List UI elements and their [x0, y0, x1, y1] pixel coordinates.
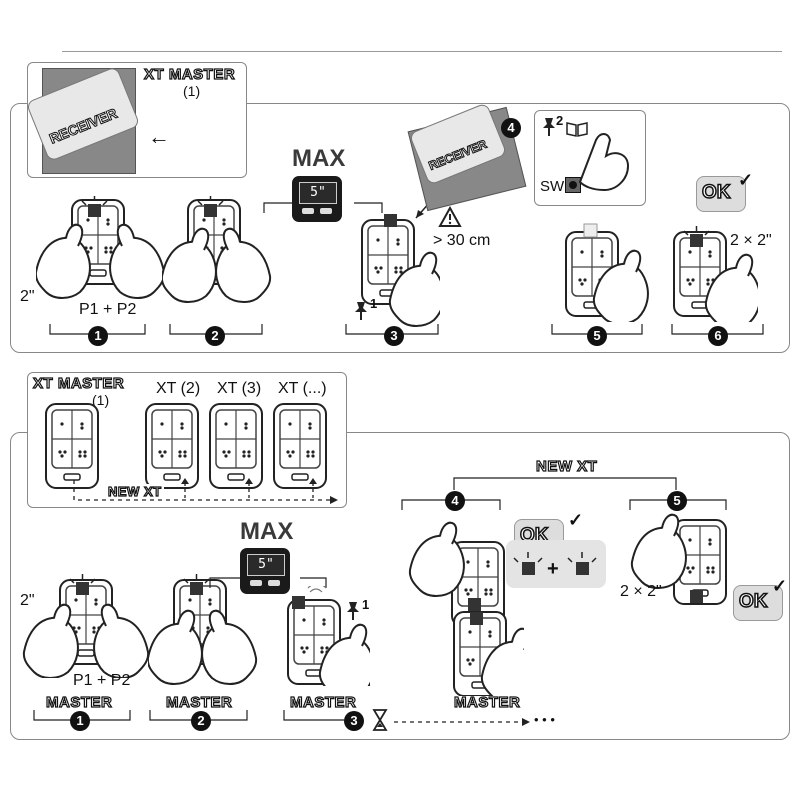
arrow-left-icon: ← [148, 124, 170, 149]
xt-label-n: XT (...) [278, 380, 327, 397]
plus-sign: + [547, 558, 559, 580]
led-icon [576, 562, 589, 575]
step1-number: 1 [88, 326, 108, 346]
led-icon [690, 590, 703, 603]
distance-label: > 30 cm [433, 232, 491, 249]
xt-label-3: XT (3) [217, 380, 262, 397]
led-icon [468, 598, 481, 611]
display-button-left [302, 208, 314, 214]
check-icon: ✓ [568, 510, 584, 530]
led-icon [292, 596, 305, 609]
book-superscript: 2 [556, 113, 564, 128]
timer-display: 5" [292, 176, 342, 222]
hand-icon [109, 223, 164, 299]
step5-illustration [565, 223, 649, 322]
new-step4-number: 4 [445, 491, 465, 511]
hourglass-icon [372, 709, 388, 731]
remote-icon [145, 403, 199, 489]
bottom-step3-number: 3 [344, 711, 364, 731]
pin-superscript: 1 [370, 296, 378, 311]
led-pair [513, 552, 597, 575]
display-button-left [250, 580, 262, 586]
master-label-step4: MASTER [453, 693, 521, 711]
step1-illustration [36, 195, 164, 299]
master-label-step1: MASTER [45, 693, 113, 711]
step3-illustration [361, 214, 440, 327]
signal-waves-icon [307, 586, 327, 593]
master-sub: (1) [183, 83, 201, 99]
check-icon: ✓ [738, 170, 754, 190]
master-title-bottom: XT MASTER [32, 374, 125, 392]
display-button-right [268, 580, 280, 586]
manual-book-icon [566, 122, 588, 137]
new-step4-illustration [408, 521, 524, 696]
bottom-step1-number: 1 [70, 711, 90, 731]
continuation-dots: • • • [534, 712, 555, 727]
xt-remotes [45, 403, 338, 504]
led-icon [384, 214, 397, 227]
bottom-step1-time: 2" [20, 592, 35, 609]
display-value: 5" [299, 182, 337, 204]
master-title: XT MASTER [143, 65, 236, 83]
remote-icon [45, 403, 99, 489]
led-icon [470, 612, 483, 625]
warning-icon [438, 206, 462, 227]
new-step5-illustration [630, 513, 727, 605]
step4-number: 4 [501, 118, 521, 138]
bottom-max-bracket [209, 577, 327, 588]
max-bracket [263, 202, 383, 213]
step1-time: 2" [20, 288, 35, 305]
ok-label: OK [701, 181, 731, 204]
step2-illustration [162, 195, 272, 303]
bottom-step1-buttons: P1 + P2 [73, 672, 131, 689]
bottom-step3-illustration [287, 586, 370, 686]
new-xt-small: NEW XT [106, 483, 164, 500]
bottom-step1-illustration [22, 573, 150, 678]
hand-icon [630, 513, 687, 589]
top-divider [62, 51, 782, 52]
pushpin-icon [346, 602, 360, 621]
new-xt-header: NEW XT [535, 457, 598, 475]
bottom-display-value: 5" [247, 554, 285, 576]
step6-number: 6 [708, 326, 728, 346]
hand-icon [22, 603, 79, 678]
xt-label-2: XT (2) [156, 380, 201, 397]
led-icon [522, 562, 535, 575]
master-sub-bottom: (1) [92, 392, 110, 408]
display-button-right [320, 208, 332, 214]
hand-icon [215, 227, 272, 303]
hand-icon [36, 223, 91, 299]
ok-bubble-step5: OK [733, 585, 783, 621]
finger-hand-icon [578, 133, 630, 192]
new-step5-repeat: 2 × 2" [620, 583, 662, 600]
bottom-step-brackets [33, 710, 530, 726]
bottom-pin-superscript: 1 [362, 597, 370, 612]
check-icon: ✓ [772, 576, 788, 596]
ok-label-step5: OK [738, 590, 768, 613]
step6-repeat: 2 × 2" [730, 232, 772, 249]
step3-number: 3 [384, 326, 404, 346]
sw-button [565, 177, 581, 193]
ok-bubble: OK [696, 176, 746, 212]
master-label-step3: MASTER [289, 693, 357, 711]
step5-number: 5 [587, 326, 607, 346]
bottom-step2-number: 2 [191, 711, 211, 731]
step2-number: 2 [205, 326, 225, 346]
led-icon [583, 223, 598, 238]
bottom-max-label: MAX [240, 518, 294, 545]
remote-icon [273, 403, 327, 489]
hand-icon [93, 603, 150, 678]
max-label: MAX [292, 145, 346, 172]
sw-label: SW [540, 178, 565, 195]
hand-icon [201, 609, 258, 685]
bottom-timer-display: 5" [240, 548, 290, 594]
remote-icon [209, 403, 263, 489]
hand-icon [408, 521, 465, 597]
pushpin-icon [542, 118, 556, 137]
new-step5-number: 5 [667, 491, 687, 511]
master-label-step2: MASTER [165, 693, 233, 711]
step1-buttons: P1 + P2 [79, 301, 137, 318]
